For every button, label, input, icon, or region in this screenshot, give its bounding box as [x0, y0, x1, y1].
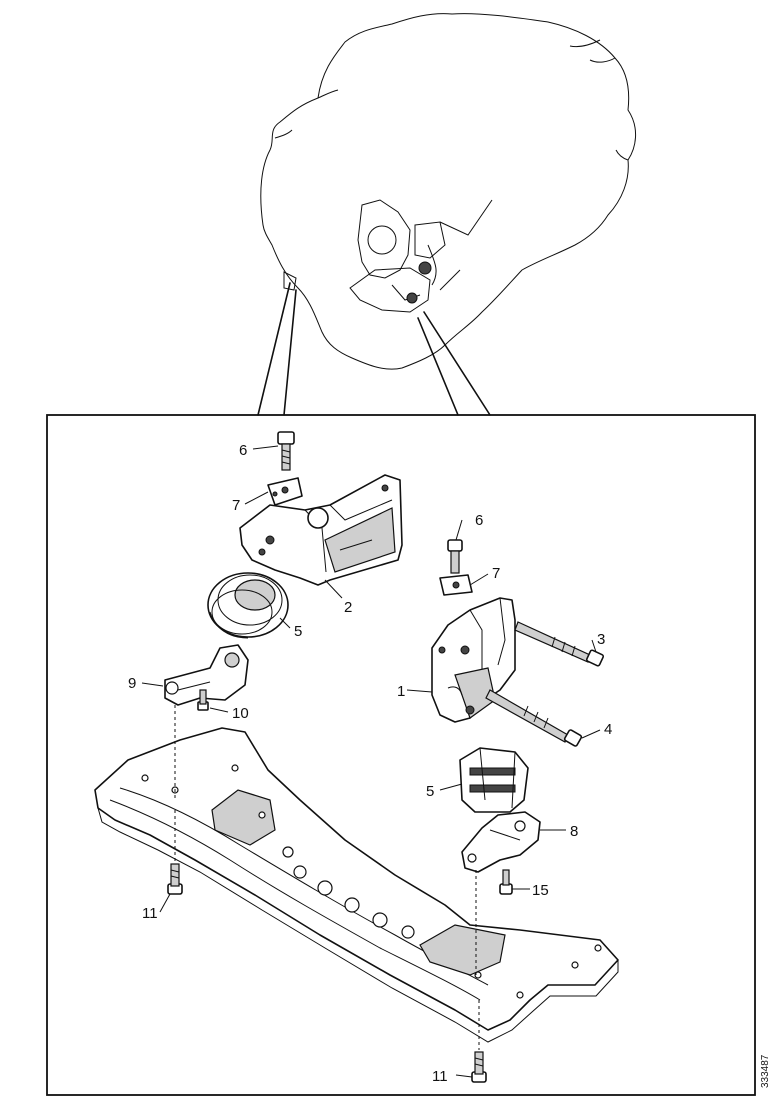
rubber-mount-5-left [207, 572, 289, 639]
callout-5-right: 5 [426, 783, 434, 800]
callout-7-left: 7 [232, 497, 240, 514]
bolt-3 [514, 621, 605, 667]
arm-9 [164, 644, 249, 706]
callout-8: 8 [570, 823, 578, 840]
bolt-11-left [167, 810, 183, 895]
bracket-1 [431, 597, 516, 723]
engine-outline [260, 13, 636, 370]
bolt-6-right [447, 539, 463, 574]
figure-code: 333487 [760, 1054, 771, 1088]
crossmember [94, 727, 619, 1043]
callout-1: 1 [397, 683, 405, 700]
bolt-4 [485, 689, 583, 747]
callout-7-right: 7 [492, 565, 500, 582]
bracket-2 [239, 474, 403, 586]
bolt-6-left [277, 431, 295, 471]
callout-2: 2 [344, 599, 352, 616]
detail-frame [46, 414, 756, 1096]
callout-15: 15 [532, 882, 549, 899]
rubber-mount-5-right [459, 747, 529, 813]
plate-7-right [439, 574, 473, 596]
callout-9: 9 [128, 675, 136, 692]
bracket-8 [461, 811, 541, 873]
plate-7-left [267, 477, 303, 506]
right-transmission-mount [431, 539, 605, 975]
bolt-15 [499, 869, 513, 895]
callout-numbers: 6 7 2 5 9 10 6 7 3 1 4 5 8 15 11 11 [128, 442, 612, 1085]
callout-3: 3 [597, 631, 605, 648]
callout-5-left: 5 [294, 623, 302, 640]
callout-10: 10 [232, 705, 249, 722]
callout-11-left: 11 [142, 905, 158, 922]
callout-6-left: 6 [239, 442, 247, 459]
callout-leaders [141, 445, 601, 1078]
callout-4: 4 [604, 721, 612, 738]
callout-6-right: 6 [475, 512, 483, 529]
callout-11-right: 11 [432, 1068, 448, 1085]
left-engine-mount [164, 431, 403, 800]
bolt-10 [197, 689, 209, 711]
zoom-leaders [257, 282, 491, 416]
